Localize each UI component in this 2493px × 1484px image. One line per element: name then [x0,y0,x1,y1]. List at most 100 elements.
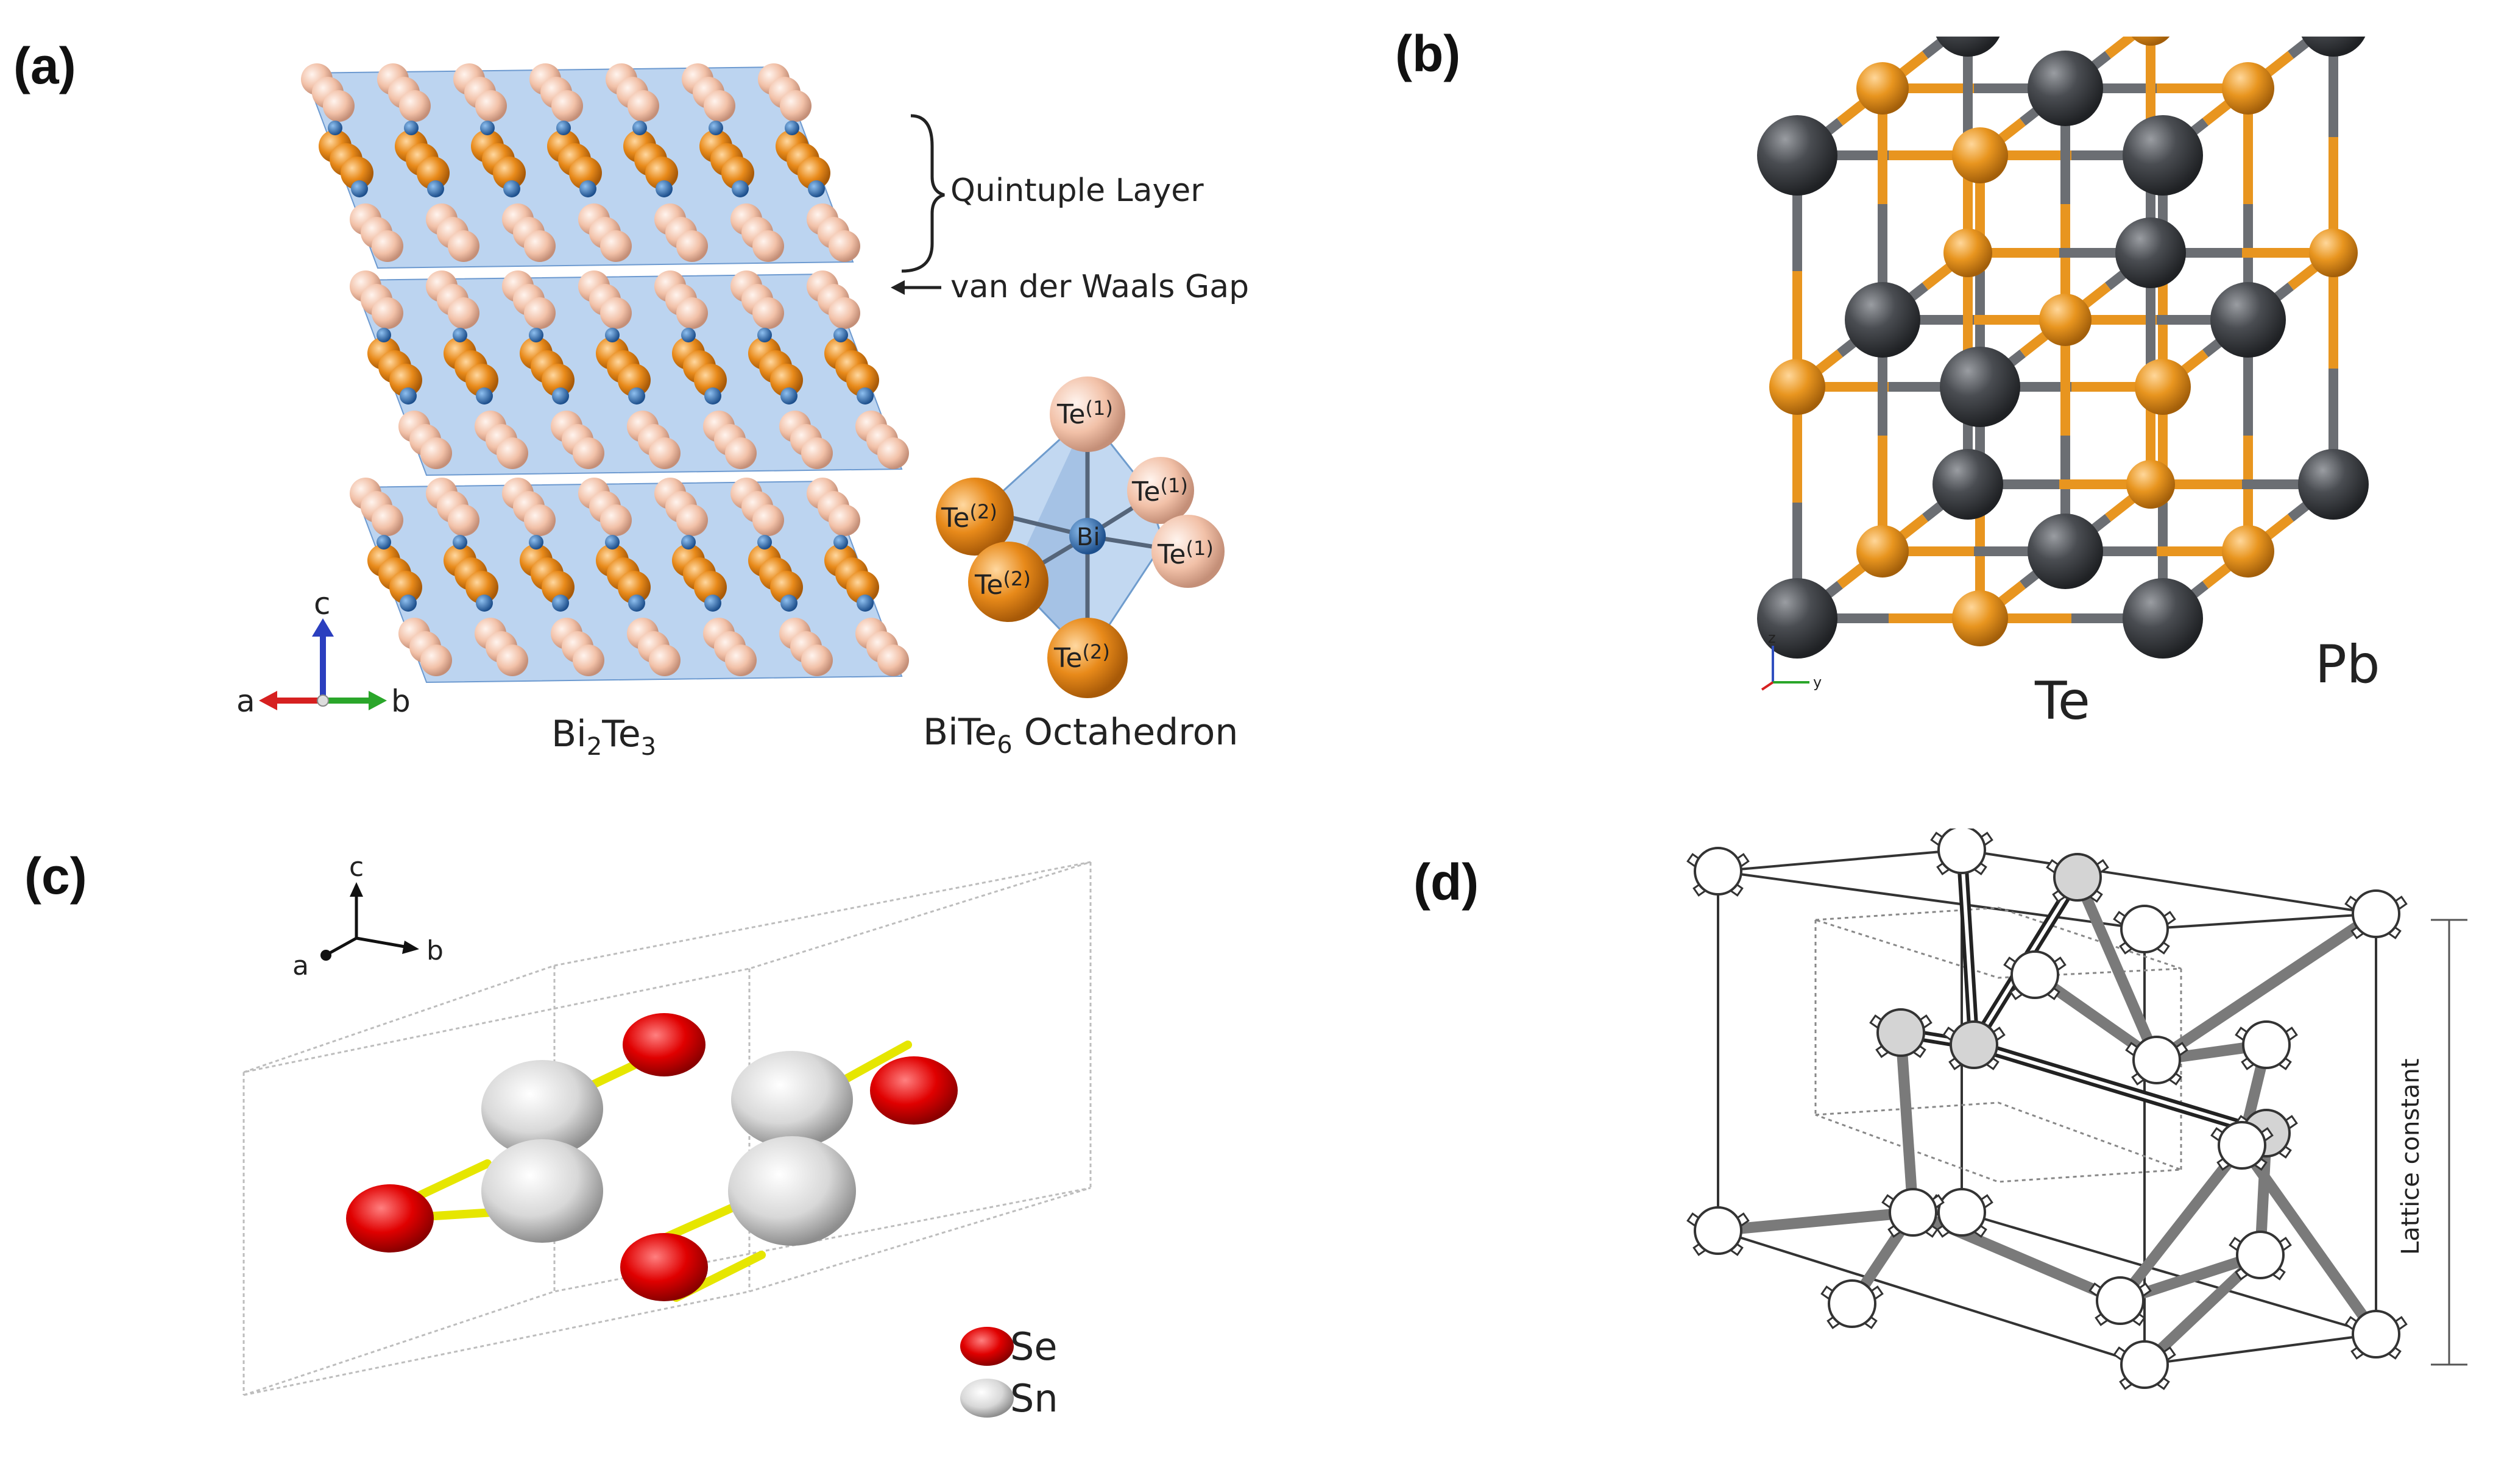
legend-sn-swatch [960,1379,1014,1418]
te1-atom [524,504,556,536]
vdw-gap-arrowhead [891,280,905,295]
lattice-atom [2003,950,2067,1000]
pb-atom [2301,37,2366,57]
te1-atom [877,645,909,676]
te1-label-top: Te(1) [1056,397,1113,430]
te1-atom [323,90,355,122]
bi-atom [476,595,493,612]
bi-atom [552,387,569,405]
te2-atom [721,157,754,189]
axis-triad-a: c a b [236,586,411,719]
bi-atom [377,535,391,549]
te2-atom [770,571,803,604]
bi-atom [628,387,645,405]
te-atom [2222,62,2274,115]
lattice-atom [2113,1340,2176,1390]
bi-atom [404,121,419,135]
bi-atom [704,595,721,612]
se-atom [346,1184,434,1253]
panel-d-diamond-lattice: Lattice constant [1686,829,2467,1390]
te1-atom [448,230,479,262]
bi-atom [785,121,799,135]
te-atom [2309,228,2358,277]
te1-atom [475,90,507,122]
lattice-atom [1686,1206,1750,1256]
te2-atom [797,157,830,189]
te2-atom [341,157,373,189]
bi-atom [351,180,368,197]
te2-atom [389,571,422,604]
axis-a-label-c: a [292,950,309,981]
te-atom [1769,359,1825,415]
legend-se-label: Se [1010,1324,1058,1369]
te1-atom [829,504,860,536]
pb-atom [2115,217,2186,288]
axis-b-label: b [391,684,411,719]
te2-atom [542,571,575,604]
pb-atom [1940,347,2020,427]
vdw-gap-label: van der Waals Gap [950,269,1249,305]
lattice-atom-shaded [1869,1008,1933,1058]
bi-atom [709,121,723,135]
bi-atom [704,387,721,405]
panel-c-snse: c b a Se Sn [242,852,1092,1421]
axis-z-label: z [1768,629,1776,646]
lattice-atom [1881,1188,1945,1238]
lattice-atom-shaded [1942,1020,2006,1070]
te2-atom-left-upper [936,478,1014,556]
bi-atom [453,328,467,342]
te1-atom [524,230,556,262]
bi-atom [556,121,571,135]
pb-atom [1757,578,1837,659]
te1-atom [725,645,757,676]
pb-atom [1933,449,2003,520]
bi-atom [453,535,467,549]
te2-label-left-lower: Te(2) [974,567,1031,601]
te1-atom [600,504,632,536]
te1-atom [497,645,528,676]
bi2te3-formula: Bi2Te3 [551,713,656,761]
te2-atom [618,571,651,604]
bi-atom [400,595,417,612]
te-label: Te [2034,671,2090,732]
bi-atom [757,328,772,342]
bi-atom [400,387,417,405]
te2-label-bottom: Te(2) [1053,640,1110,674]
bi-atom [780,595,797,612]
bi-atom [757,535,772,549]
te1-label-right-upper: Te(1) [1131,474,1188,507]
te1-atom [573,437,604,469]
diamond-bonds [1717,849,2381,1369]
bi-atom [833,535,848,549]
axis-c-label: c [314,586,331,621]
panel-b-pbte: Te Pb z y [1757,37,2380,732]
te1-atom [752,297,784,329]
te2-atom [417,157,450,189]
diamond-atoms [1686,829,2408,1390]
te2-label-left-upper: Te(2) [941,500,997,534]
pb-atom [1757,115,1837,196]
legend-se-swatch [960,1327,1014,1366]
lattice-atom [2125,1036,2188,1086]
te-atom [2039,294,2092,346]
te-atom [1856,525,1909,578]
se-atom [870,1056,958,1125]
bi-atom [632,121,647,135]
te2-atom [389,364,422,397]
bi-atom [552,595,569,612]
lattice-atom [1686,847,1750,897]
bi-atom [681,328,696,342]
bi-atom [480,121,495,135]
quintuple-layer-brace [901,114,945,273]
lattice-atom [2210,1121,2274,1171]
lattice-atom [2088,1276,2152,1326]
te2-atom-bottom [1047,618,1128,698]
pb-label: Pb [2315,634,2380,695]
te1-atom [829,297,860,329]
te1-atom [829,230,860,262]
te2-atom-left-lower [968,542,1048,622]
bi-atom [503,180,520,197]
te2-atom [770,364,803,397]
te2-atom [493,157,526,189]
te-atom [2126,460,2175,509]
